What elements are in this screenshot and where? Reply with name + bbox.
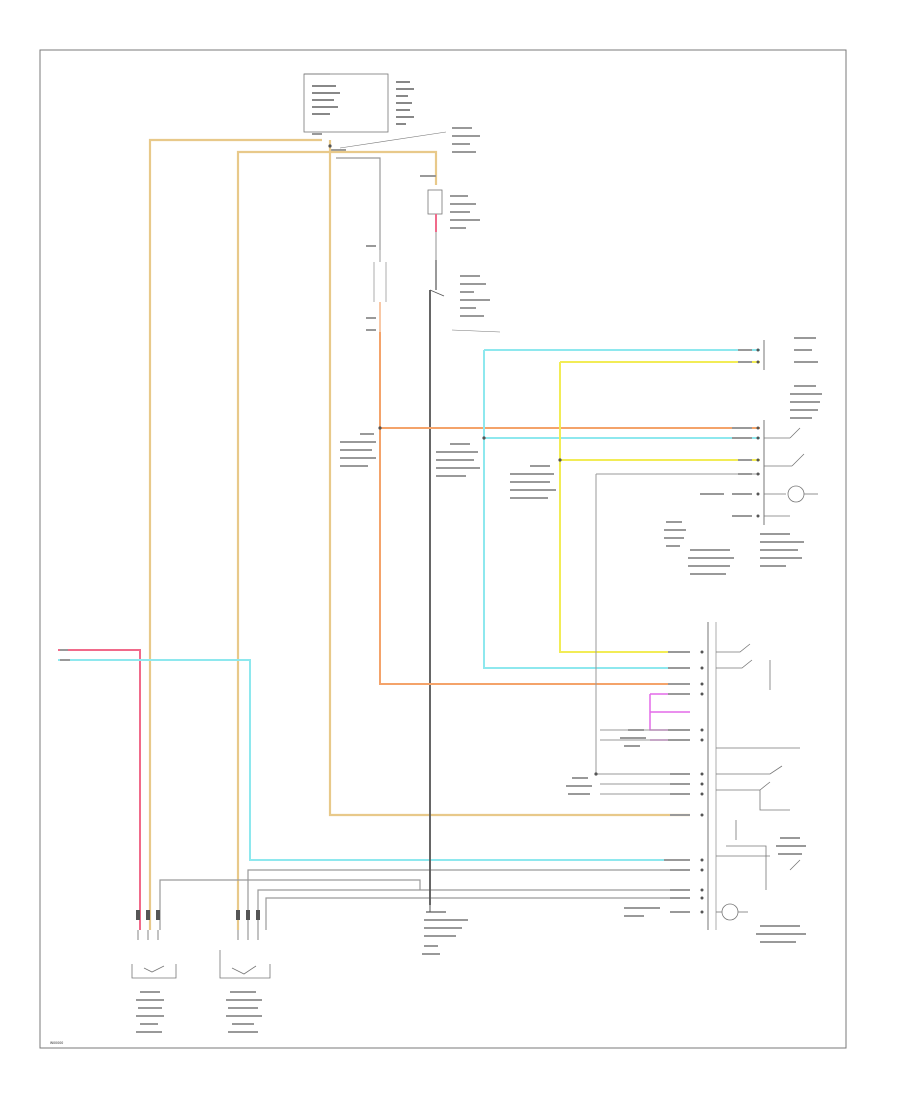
splice-labels (60, 433, 556, 955)
lower-right-controller (566, 622, 806, 943)
upper-right-connector (664, 337, 822, 575)
junction-dots (328, 144, 598, 776)
wire-gray-bundle-2 (247, 869, 690, 930)
wire-gray-top (336, 157, 381, 250)
wire-cyan-mid-down (483, 350, 690, 669)
drawing-id: W00000 (50, 1041, 63, 1045)
wire-tan-outer (148, 138, 322, 930)
top-fuse-block (303, 73, 414, 133)
wire-tan-inner (236, 150, 438, 930)
wire-gray-bundle-4 (265, 897, 690, 930)
wire-orange (379, 332, 690, 685)
wire-cyan-left (58, 659, 690, 861)
wire-gray-bundle-3 (257, 889, 690, 930)
left-sensor-2 (219, 910, 271, 1033)
wire-yellow-down (559, 362, 690, 653)
wire-tan-center (328, 140, 690, 817)
diagram-frame (39, 49, 847, 1049)
top-junction-label (312, 127, 480, 153)
wire-pink (58, 649, 141, 930)
wire-magenta (649, 693, 690, 741)
left-sensor-1 (131, 910, 177, 1033)
wire-gray-bundle-1 (159, 879, 421, 930)
upper-switch-assembly (366, 175, 501, 333)
